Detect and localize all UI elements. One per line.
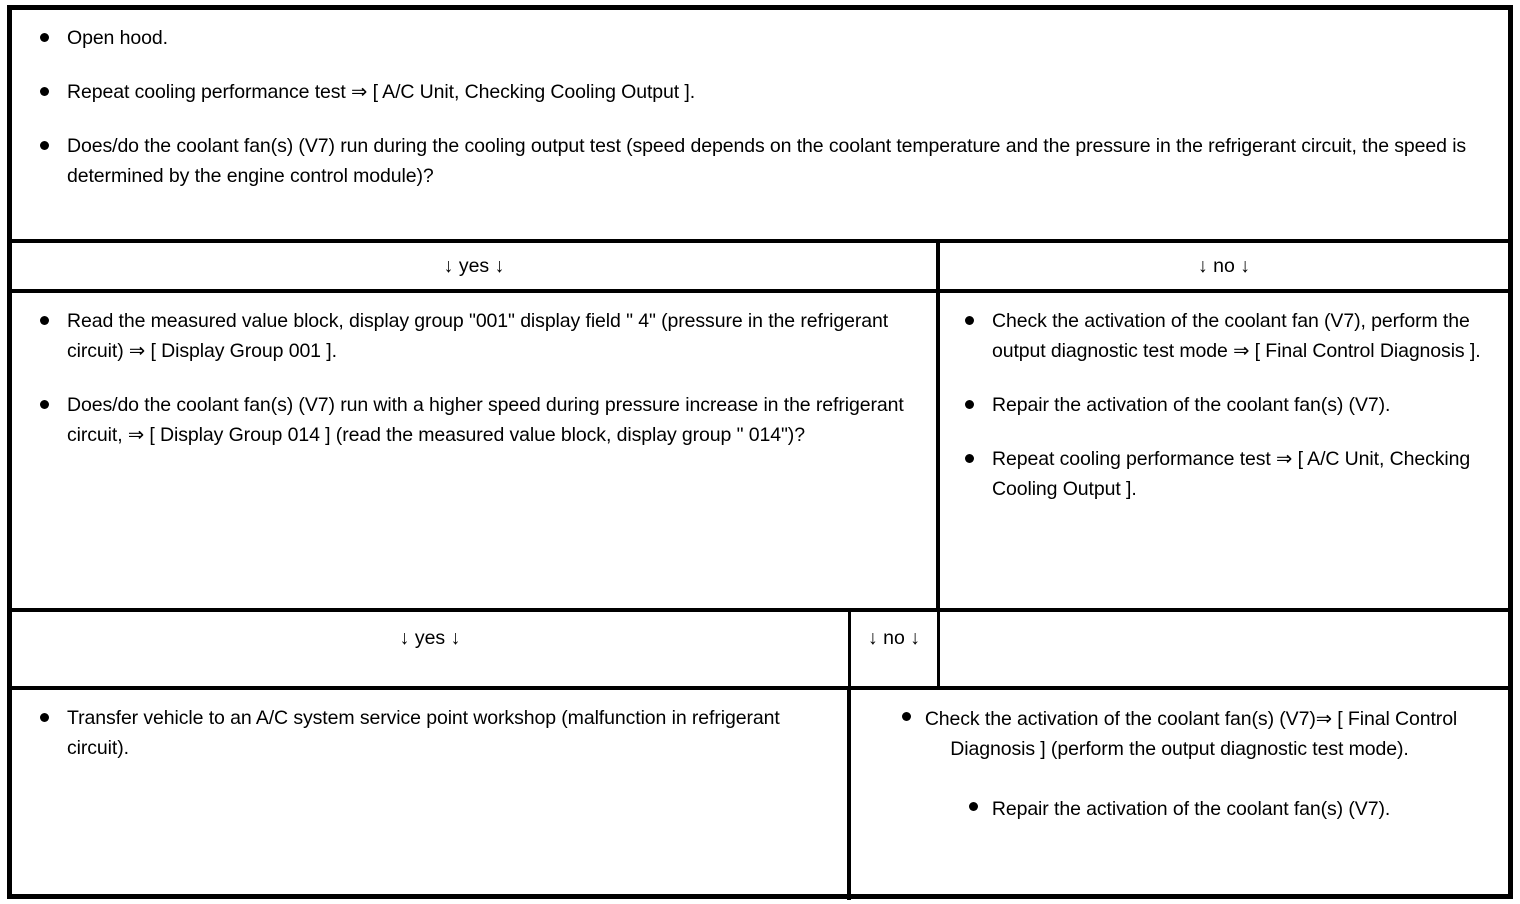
list-item: Read the measured value block, display g… xyxy=(39,306,918,366)
list-item: Transfer vehicle to an A/C system servic… xyxy=(39,703,829,763)
decision2-header-row: ↓ yes ↓ ↓ no ↓ xyxy=(12,612,1508,690)
list-item: Check the activation of the coolant fan(… xyxy=(881,704,1478,764)
decision1-yes-step-list: Read the measured value block, display g… xyxy=(39,306,918,450)
diagnostic-flow-table: Open hood. Repeat cooling performance te… xyxy=(7,5,1513,900)
decision1-body-row: Read the measured value block, display g… xyxy=(12,293,1508,612)
bullet-icon xyxy=(40,713,49,722)
list-item: Does/do the coolant fan(s) (V7) run with… xyxy=(39,390,918,450)
decision2-body-row: Transfer vehicle to an A/C system servic… xyxy=(12,690,1508,900)
bullet-icon xyxy=(965,400,974,409)
decision1-yes-step-text: Read the measured value block, display g… xyxy=(67,310,889,362)
list-item: Repeat cooling performance test ⇒ [ A/C … xyxy=(39,77,1486,107)
intro-row: Open hood. Repeat cooling performance te… xyxy=(12,10,1508,243)
decision2-no-cell: Check the activation of the coolant fan(… xyxy=(851,690,1508,900)
intro-step-list: Open hood. Repeat cooling performance te… xyxy=(39,23,1486,191)
decision2-no-step-list: Check the activation of the coolant fan(… xyxy=(881,704,1478,824)
bullet-icon xyxy=(40,316,49,325)
decision1-no-cell: Check the activation of the coolant fan … xyxy=(940,293,1508,608)
list-item: Does/do the coolant fan(s) (V7) run duri… xyxy=(39,131,1486,191)
decision2-yes-step-list: Transfer vehicle to an A/C system servic… xyxy=(39,703,829,763)
bullet-icon xyxy=(968,802,978,812)
intro-step-text: Does/do the coolant fan(s) (V7) run duri… xyxy=(67,135,1467,187)
bullet-icon xyxy=(965,454,974,463)
decision2-yes-step-text: Transfer vehicle to an A/C system servic… xyxy=(67,707,780,759)
decision2-yes-header: ↓ yes ↓ xyxy=(12,612,851,686)
decision2-yes-cell: Transfer vehicle to an A/C system servic… xyxy=(12,690,851,900)
intro-cell: Open hood. Repeat cooling performance te… xyxy=(12,10,1508,239)
list-item: Check the activation of the coolant fan … xyxy=(964,306,1484,366)
decision2-header-spacer xyxy=(940,612,1508,686)
decision2-yes-label: ↓ yes ↓ xyxy=(399,627,461,649)
bullet-icon xyxy=(40,33,49,42)
decision1-no-step-text: Repair the activation of the coolant fan… xyxy=(992,394,1391,416)
decision1-no-header: ↓ no ↓ xyxy=(940,243,1508,289)
list-item: Repeat cooling performance test ⇒ [ A/C … xyxy=(964,444,1484,504)
bullet-icon xyxy=(40,400,49,409)
list-item: Open hood. xyxy=(39,23,1486,53)
intro-step-text: Open hood. xyxy=(67,27,168,49)
decision1-yes-label: ↓ yes ↓ xyxy=(443,255,505,277)
decision1-no-step-text: Repeat cooling performance test ⇒ [ A/C … xyxy=(992,448,1471,500)
decision1-header-row: ↓ yes ↓ ↓ no ↓ xyxy=(12,243,1508,293)
bullet-icon xyxy=(40,87,49,96)
bullet-icon xyxy=(40,141,49,150)
list-item: Repair the activation of the coolant fan… xyxy=(881,794,1478,824)
decision1-yes-step-text: Does/do the coolant fan(s) (V7) run with… xyxy=(67,394,904,446)
bullet-icon xyxy=(901,712,911,722)
decision1-yes-header: ↓ yes ↓ xyxy=(12,243,940,289)
decision1-yes-cell: Read the measured value block, display g… xyxy=(12,293,940,608)
decision2-no-label: ↓ no ↓ xyxy=(867,627,921,649)
decision1-no-step-list: Check the activation of the coolant fan … xyxy=(964,306,1484,504)
intro-step-text: Repeat cooling performance test ⇒ [ A/C … xyxy=(67,81,696,103)
list-item: Repair the activation of the coolant fan… xyxy=(964,390,1484,420)
bullet-icon xyxy=(965,316,974,325)
decision1-no-step-text: Check the activation of the coolant fan … xyxy=(992,310,1481,362)
decision2-no-header: ↓ no ↓ xyxy=(851,612,940,686)
decision1-no-label: ↓ no ↓ xyxy=(1197,255,1251,277)
decision2-no-step-text: Repair the activation of the coolant fan… xyxy=(991,798,1391,820)
decision2-no-step-text: Check the activation of the coolant fan(… xyxy=(924,708,1458,760)
